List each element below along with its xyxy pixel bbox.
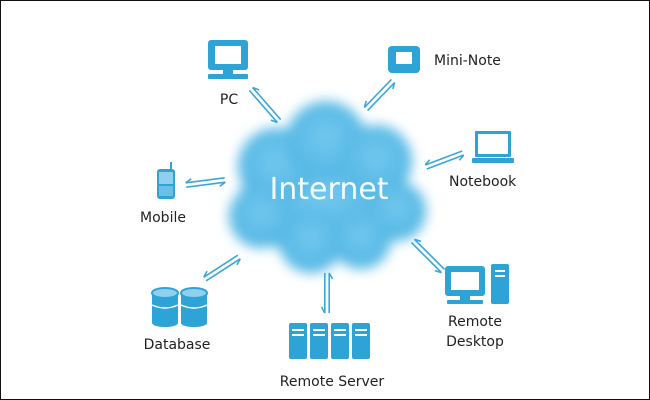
node-label-remote-desktop-line2: Desktop (446, 334, 504, 350)
node-label-database: Database (144, 337, 211, 353)
node-label-mini-note: Mini-Note (434, 53, 501, 69)
bidirectional-arrow-remote-server (320, 272, 334, 314)
bidirectional-arrow-pc (248, 86, 282, 124)
workstation-icon (445, 264, 509, 304)
node-label-notebook: Notebook (449, 174, 517, 190)
netbook-icon (388, 46, 420, 73)
bidirectional-arrow-remote-desktop (410, 238, 446, 274)
laptop-icon (472, 131, 514, 163)
database-icon (151, 287, 208, 327)
server-rack-icon (289, 323, 370, 359)
bidirectional-arrow-mobile (185, 177, 226, 188)
desktop-monitor-icon (208, 40, 248, 79)
bidirectional-arrow-database (203, 254, 241, 282)
internet-label: Internet (269, 172, 388, 207)
node-label-remote-desktop-line1: Remote (448, 314, 502, 330)
node-label-pc: PC (220, 92, 238, 108)
node-label-remote-server: Remote Server (280, 374, 385, 390)
bidirectional-arrow-mini-note (363, 78, 396, 112)
bidirectional-arrow-notebook (424, 150, 465, 170)
mobile-phone-icon (157, 162, 175, 199)
node-label-mobile: Mobile (140, 210, 186, 226)
internet-cloud (229, 101, 426, 273)
